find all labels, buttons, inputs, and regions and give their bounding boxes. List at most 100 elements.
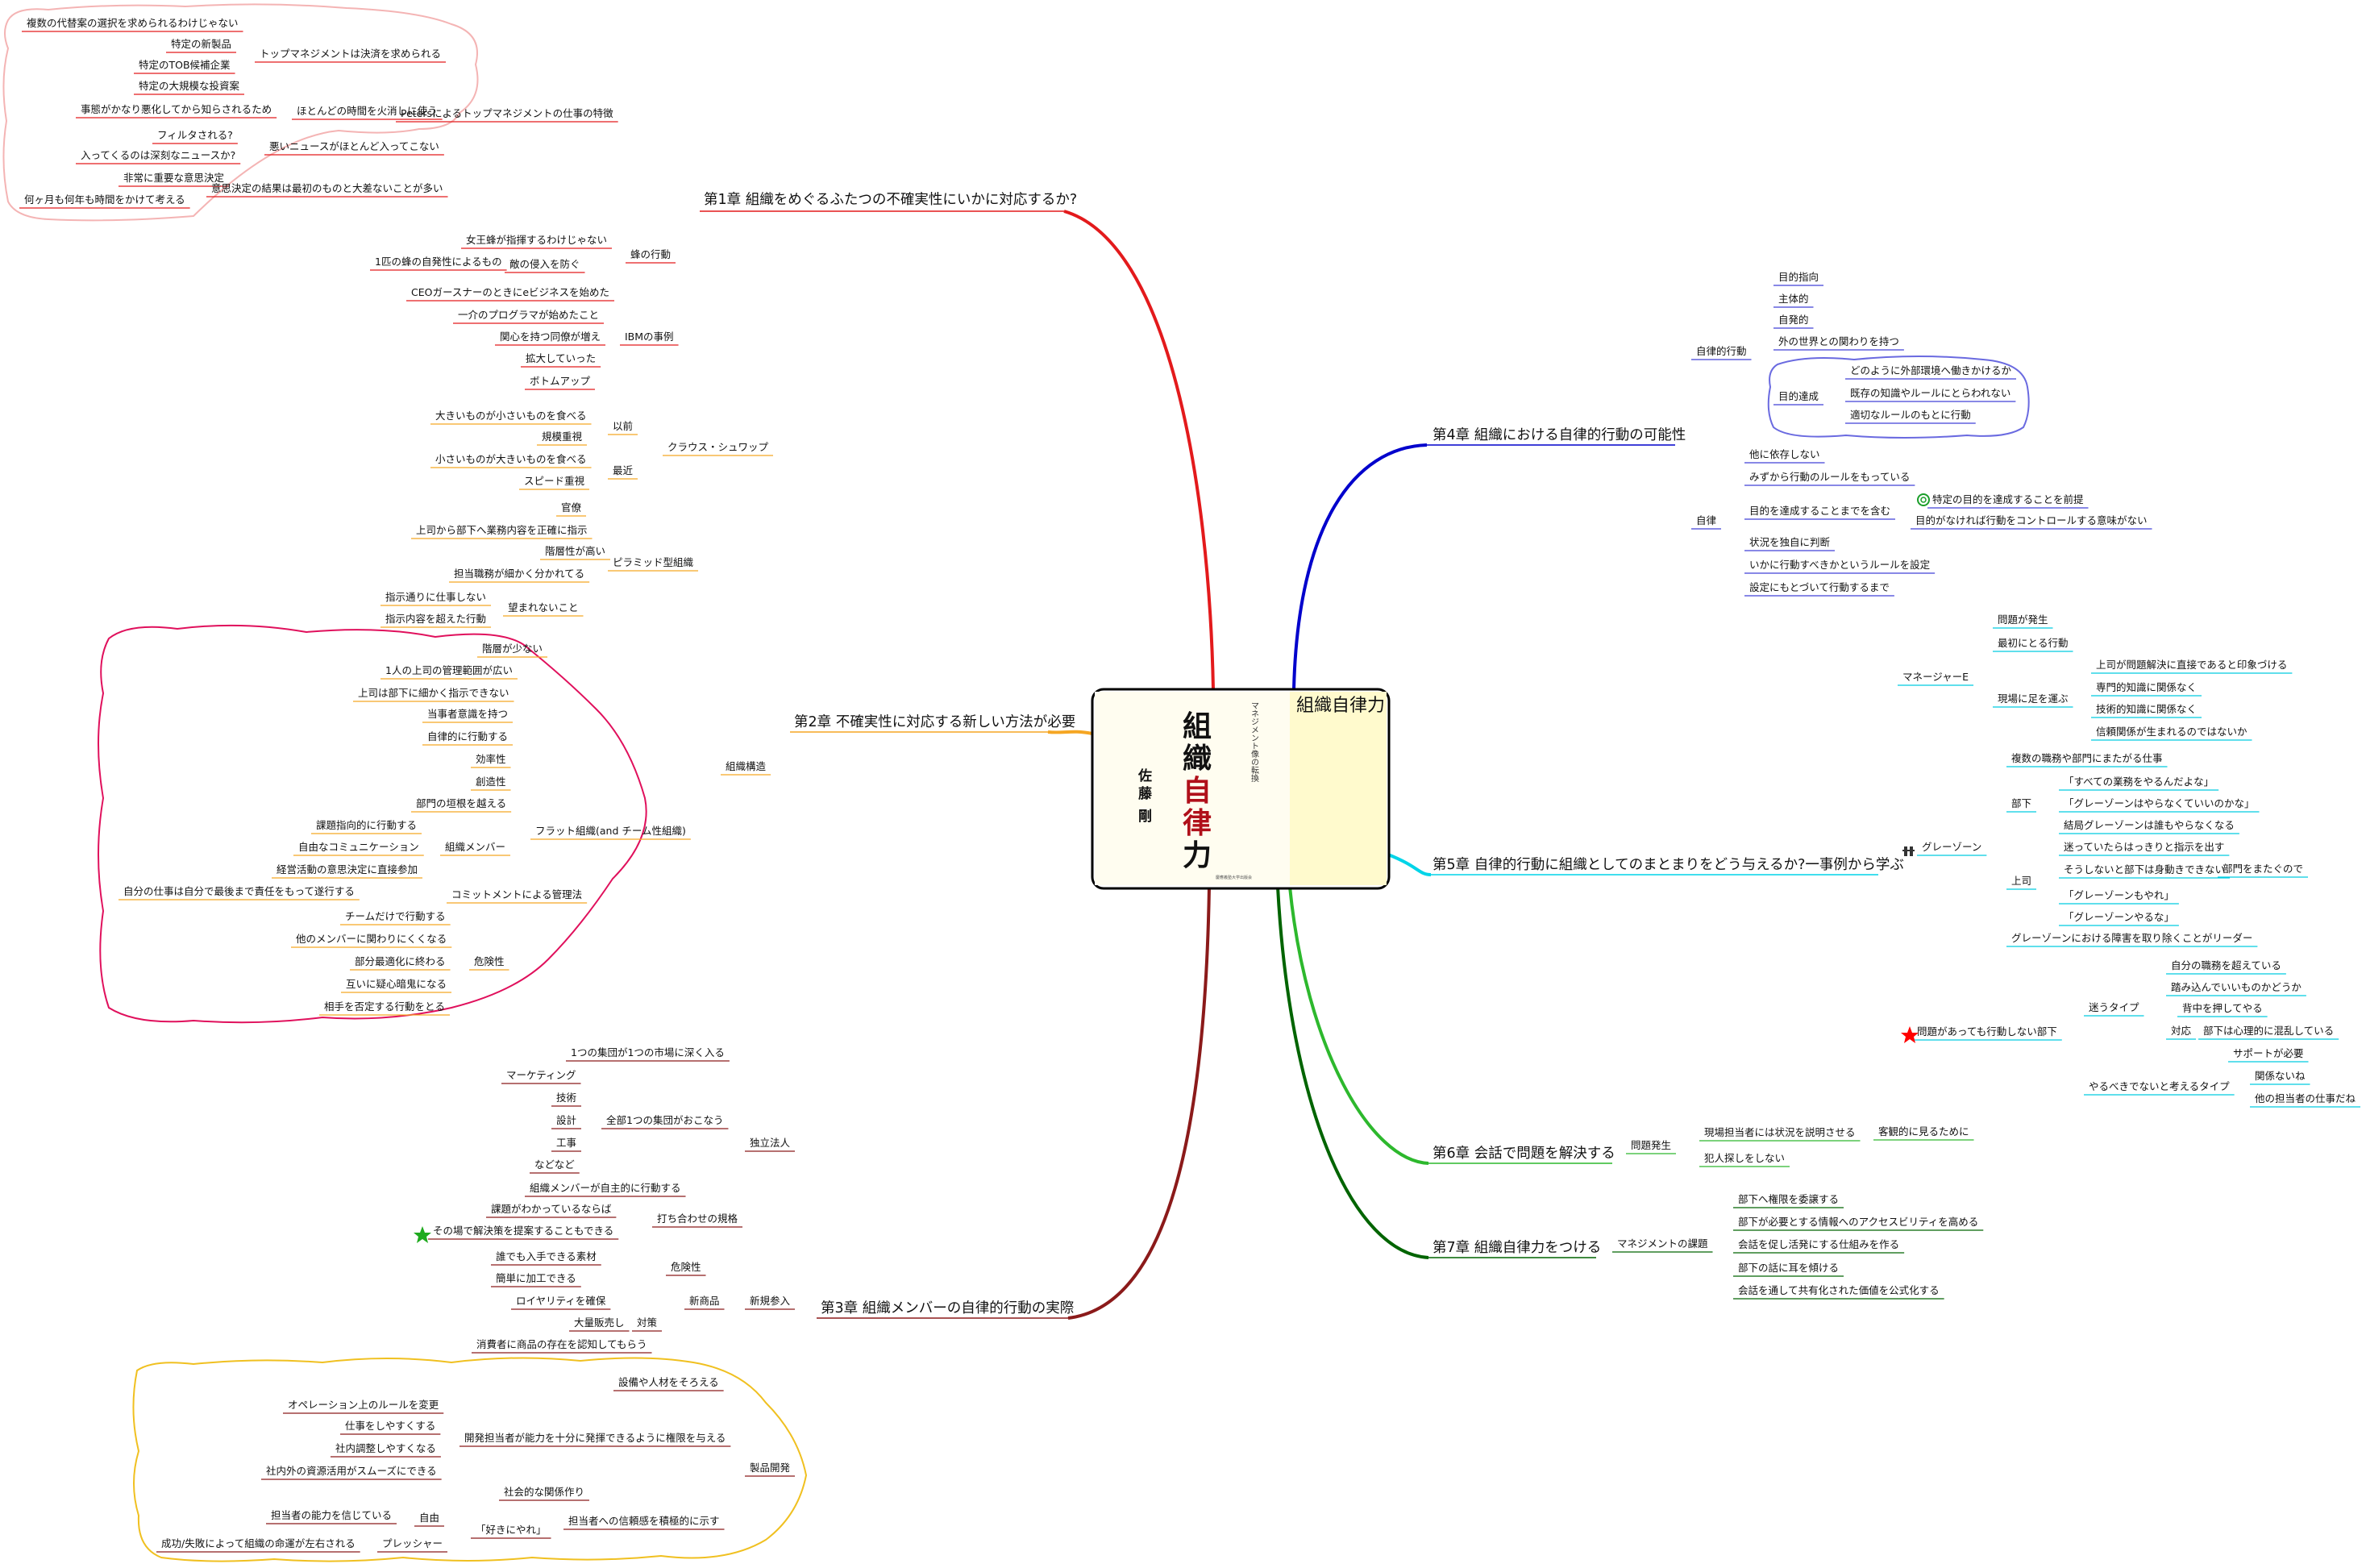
topic-node[interactable]: などなど (534, 1158, 575, 1171)
topic-node[interactable]: 状況を独自に判断 (1749, 536, 1830, 548)
topic-node[interactable]: 新規参入 (750, 1295, 791, 1307)
topic-node[interactable]: その場で解決策を提案することもできる (433, 1225, 613, 1237)
topic-node[interactable]: 対策 (637, 1316, 658, 1329)
topic-node[interactable]: ピラミッド型組織 (613, 556, 694, 568)
topic-node[interactable]: 担当者への信頼感を積極的に示す (568, 1515, 720, 1527)
topic-node[interactable]: ボトムアップ (530, 375, 591, 387)
topic-node[interactable]: プレッシャー (382, 1537, 443, 1549)
topic-node[interactable]: グレーゾーン (1922, 841, 1981, 853)
topic-node[interactable]: 会話を促し活発にする仕組みを作る (1738, 1238, 1899, 1250)
topic-node[interactable]: 問題があっても行動しない部下 (1917, 1025, 2057, 1038)
topic-node[interactable]: 1匹の蜂の自発性によるもの (375, 256, 502, 268)
topic-node[interactable]: 「グレーゾーンはやらなくていいのかな」 (2064, 797, 2255, 809)
chapter-1-label[interactable]: 第1章 組織をめぐるふたつの不確実性にいかに対応するか? (704, 192, 1077, 208)
topic-node[interactable]: 誰でも入手できる素材 (496, 1250, 597, 1262)
topic-node[interactable]: 一介のプログラマが始めたこと (458, 309, 599, 321)
topic-node[interactable]: 自由 (419, 1512, 439, 1524)
topic-node[interactable]: 規模重視 (542, 430, 583, 443)
topic-node[interactable]: 専門的知識に関係なく (2096, 681, 2197, 693)
topic-node[interactable]: 指示内容を超えた行動 (385, 613, 486, 625)
topic-node[interactable]: クラウス・シュワップ (667, 441, 769, 453)
topic-node[interactable]: 組織構造 (726, 760, 767, 772)
topic-node[interactable]: 部門の垣根を越える (416, 797, 506, 809)
topic-node[interactable]: 目的達成 (1778, 390, 1819, 402)
topic-node[interactable]: 自律 (1696, 514, 1716, 526)
topic-node[interactable]: 課題がわかっているならば (491, 1203, 612, 1215)
topic-node[interactable]: 特定の目的を達成することを前提 (1932, 493, 2084, 505)
topic-node[interactable]: 「すべての業務をやるんだよな」 (2064, 776, 2214, 788)
topic-node[interactable]: IBMの事例 (625, 331, 674, 343)
topic-node[interactable]: 自発的 (1778, 314, 1809, 326)
topic-node[interactable]: 目的を達成することまでを含む (1749, 505, 1890, 517)
topic-node[interactable]: 設計 (556, 1114, 576, 1126)
topic-node[interactable]: 特定のTOB候補企業 (139, 59, 231, 71)
topic-node[interactable]: 自律的に行動する (427, 730, 508, 742)
topic-node[interactable]: 1人の上司の管理範囲が広い (385, 664, 513, 676)
topic-node[interactable]: 外の世界との関わりを持つ (1778, 335, 1899, 347)
topic-node[interactable]: 問題が発生 (1998, 613, 2048, 626)
topic-node[interactable]: 上司から部下へ業務内容を正確に指示 (416, 524, 588, 536)
topic-node[interactable]: やるべきでないと考えるタイプ (2089, 1080, 2230, 1092)
topic-node[interactable]: 互いに疑心暗鬼になる (346, 978, 447, 990)
topic-node[interactable]: 現場に足を運ぶ (1998, 692, 2069, 705)
topic-node[interactable]: スピード重視 (524, 475, 585, 487)
topic-node[interactable]: いかに行動すべきかというルールを設定 (1749, 559, 1930, 571)
topic-node[interactable]: 望まれないこと (508, 601, 579, 613)
topic-node[interactable]: チームだけで行動する (345, 910, 446, 922)
topic-node[interactable]: 主体的 (1778, 293, 1809, 305)
topic-node[interactable]: 担当職務が細かく分かれてる (454, 568, 584, 580)
topic-node[interactable]: 成功/失敗によって組織の命運が左右される (161, 1537, 356, 1549)
topic-node[interactable]: 「グレーゾーンやるな」 (2064, 911, 2174, 923)
topic-node[interactable]: 開発担当者が能力を十分に発揮できるように権限を与える (464, 1432, 726, 1444)
topic-node[interactable]: 大きいものが小さいものを食べる (435, 410, 587, 422)
topic-node[interactable]: 関係ないね (2255, 1070, 2306, 1082)
topic-node[interactable]: 官僚 (561, 501, 582, 514)
topic-node[interactable]: フィルタされる? (157, 129, 233, 141)
topic-node[interactable]: マネージャーE (1902, 671, 1969, 683)
topic-node[interactable]: 打ち合わせの規格 (657, 1212, 738, 1225)
topic-node[interactable]: 結局グレーゾーンは誰もやらなくなる (2064, 819, 2235, 831)
topic-node[interactable]: 会話を通して共有化された価値を公式化する (1738, 1284, 1940, 1296)
chapter-7-label[interactable]: 第7章 組織自律力をつける (1432, 1240, 1601, 1256)
topic-node[interactable]: 担当者の能力を信じている (271, 1509, 392, 1521)
topic-node[interactable]: 階層性が高い (545, 545, 605, 557)
topic-node[interactable]: 相手を否定する行動をとる (324, 1000, 445, 1013)
topic-node[interactable]: 目的がなければ行動をコントロールする意味がない (1915, 514, 2148, 526)
topic-node[interactable]: コミットメントによる管理法 (451, 888, 582, 900)
topic-node[interactable]: 悪いニュースがほとんど入ってこない (269, 140, 439, 152)
topic-node[interactable]: 組織メンバー (445, 841, 505, 853)
topic-node[interactable]: 複数の代替案の選択を求められるわけじゃない (27, 17, 239, 29)
topic-node[interactable]: 部下へ権限を委譲する (1738, 1193, 1839, 1205)
topic-node[interactable]: 製品開発 (750, 1462, 791, 1474)
topic-node[interactable]: 最近 (613, 464, 634, 476)
topic-node[interactable]: Petersによるトップマネジメントの仕事の特徴 (401, 107, 613, 119)
topic-node[interactable]: 客観的に見るために (1878, 1125, 1969, 1138)
topic-node[interactable]: 部分最適化に終わる (355, 955, 446, 967)
topic-node[interactable]: 部下は心理的に混乱している (2203, 1025, 2334, 1037)
topic-node[interactable]: 入ってくるのは深刻なニュースか? (81, 149, 235, 161)
topic-node[interactable]: 事態がかなり悪化してから知らされるため (81, 103, 272, 115)
topic-node[interactable]: 簡単に加工できる (496, 1272, 576, 1284)
topic-node[interactable]: 上司が問題解決に直接であると印象づける (2096, 659, 2287, 671)
topic-node[interactable]: 階層が少ない (482, 643, 543, 655)
topic-node[interactable]: 危険性 (474, 955, 505, 967)
topic-node[interactable]: 消費者に商品の存在を認知してもらう (476, 1338, 647, 1350)
topic-node[interactable]: マーケティング (506, 1069, 576, 1081)
topic-node[interactable]: 設定にもとづいて行動するまで (1749, 581, 1890, 593)
topic-node[interactable]: 「グレーゾーンもやれ」 (2064, 889, 2174, 901)
topic-node[interactable]: 「好きにやれ」 (476, 1524, 547, 1536)
topic-node[interactable]: サポートが必要 (2233, 1047, 2304, 1059)
topic-node[interactable]: 関心を持つ同僚が増え (500, 331, 601, 343)
topic-node[interactable]: 部下が必要とする情報へのアクセスビリティを高める (1738, 1216, 1978, 1228)
topic-node[interactable]: 組織メンバーが自主的に行動する (530, 1182, 681, 1194)
topic-node[interactable]: 独立法人 (750, 1137, 791, 1149)
topic-node[interactable]: 全部1つの集団がおこなう (606, 1114, 723, 1126)
topic-node[interactable]: 上司は部下に細かく指示できない (358, 687, 509, 699)
topic-node[interactable]: 部門をまたぐので (2223, 863, 2303, 875)
topic-node[interactable]: 迷うタイプ (2089, 1001, 2139, 1013)
topic-node[interactable]: 複数の職務や部門にまたがる仕事 (2011, 752, 2163, 764)
topic-node[interactable]: 設備や人材をそろえる (618, 1376, 719, 1388)
topic-node[interactable]: 女王蜂が指揮するわけじゃない (466, 234, 607, 246)
topic-node[interactable]: 何ヶ月も何年も時間をかけて考える (24, 193, 185, 206)
